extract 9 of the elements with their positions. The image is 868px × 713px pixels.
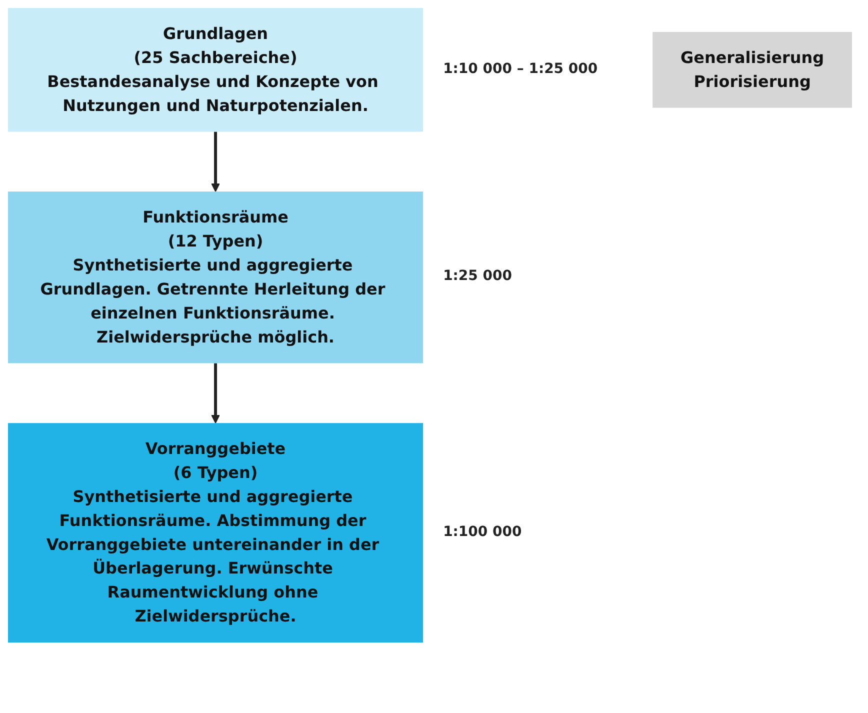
arrow <box>211 132 220 192</box>
scale-label: 1:10 000 – 1:25 000 <box>443 60 598 77</box>
node-box: Funktionsräume (12 Typen) Synthetisierte und aggregierte Grundlagen. Getrennte Herleitung der einzelnen Funktionsräume. Zielwidersprüche möglich. <box>8 192 424 364</box>
node-box: Generalisierung Priorisierung <box>652 32 852 108</box>
arrow <box>211 363 220 424</box>
node-box: Vorranggebiete (6 Typen) Synthetisierte und aggregierte Funktionsräume. Abstimmung der Vorranggebiete untereinander in der Überlagerung. Erwünschte Raumentwicklung ohne Zielwidersprüche. <box>8 423 424 643</box>
scale-label: 1:25 000 <box>443 268 512 284</box>
node-box: Grundlagen (25 Sachbereiche) Bestandesanalyse und Konzepte von Nutzungen und Naturpotenzialen. <box>8 8 424 132</box>
scale-label: 1:100 000 <box>443 524 522 540</box>
